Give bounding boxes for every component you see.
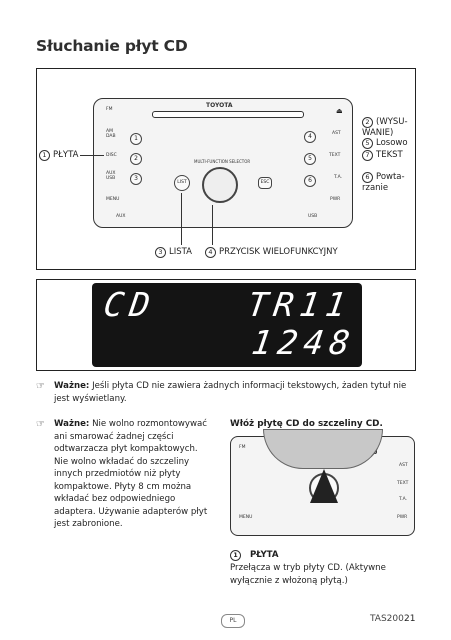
menu-label[interactable]: MENU: [106, 197, 120, 202]
brand-logo: TOYOTA: [206, 102, 233, 109]
note-hand-icon-2: ☞: [36, 419, 45, 430]
ta-label-small[interactable]: T.A.: [399, 497, 408, 502]
fm-label[interactable]: FM: [106, 107, 113, 112]
pwr-label-small[interactable]: PWR: [397, 515, 408, 520]
page-title: Słuchanie płyt CD: [36, 37, 188, 55]
radio-illustration-frame: [36, 68, 416, 270]
callout-powtarzanie-number: 6: [362, 172, 373, 183]
lcd-source: CD: [101, 285, 159, 324]
footer-page-number: 21: [404, 614, 416, 624]
preset-2-button[interactable]: 2: [130, 153, 142, 165]
callout-wysuwanie-text: (WYSU- WANIE): [362, 117, 408, 138]
callout-lista-text: LISTA: [169, 247, 192, 257]
text-label[interactable]: TEXT: [329, 153, 341, 158]
eject-icon[interactable]: ⏏: [336, 107, 343, 115]
callout-losowo-number: 5: [362, 138, 373, 149]
callout-losowo-text: Losowo: [376, 138, 408, 148]
fm-label-small[interactable]: FM: [239, 445, 246, 450]
list-button[interactable]: LIST: [174, 175, 190, 191]
preset-1-button[interactable]: 1: [130, 133, 142, 145]
legend-text: Przełącza w tryb płyty CD. (Aktywne wyłą…: [230, 563, 386, 586]
note-2: Ważne: Nie wolno rozmontowywać ani smaro…: [54, 418, 214, 531]
insert-heading: Włóż płytę CD do szczeliny CD.: [230, 419, 383, 429]
note-2-text: Nie wolno rozmontowywać ani smarować żad…: [54, 419, 208, 529]
insert-arrow-icon: [310, 469, 338, 503]
callout-tekst-number: 7: [362, 150, 373, 161]
footer-lang: PL: [229, 617, 237, 624]
callout-przycisk-text: PRZYCISK WIELOFUNKCYJNY: [219, 247, 338, 257]
esc-button[interactable]: ESC: [258, 177, 272, 189]
multi-function-knob[interactable]: [202, 167, 238, 203]
ta-label[interactable]: T.A.: [334, 175, 343, 180]
callout-przycisk-leader: [212, 205, 213, 245]
am-dab-label[interactable]: AM DAB: [106, 129, 116, 139]
text-label-small[interactable]: TEXT: [397, 481, 409, 486]
callout-wysuwanie-number: 2: [362, 117, 373, 128]
callout-plyta-text: PŁYTA: [53, 150, 79, 160]
usb-port-label[interactable]: USB: [308, 214, 318, 219]
menu-label-small[interactable]: MENU: [239, 515, 253, 520]
lcd-time: 1248: [249, 323, 359, 362]
note-2-label: Ważne:: [54, 419, 90, 429]
radio-face: TOYOTA FM AM DAB DISC AUX USB MENU 1 2 3…: [93, 98, 353, 228]
preset-5-button[interactable]: 5: [304, 153, 316, 165]
ast-label[interactable]: AST: [332, 131, 341, 136]
note-1: Ważne: Jeśli płyta CD nie zawiera żadnyc…: [54, 380, 422, 405]
preset-4-button[interactable]: 4: [304, 131, 316, 143]
lcd-display: CD TR11 1248: [92, 283, 362, 367]
note-1-text: Jeśli płyta CD nie zawiera żadnych infor…: [54, 381, 407, 404]
preset-6-button[interactable]: 6: [304, 175, 316, 187]
aux-port-label[interactable]: AUX: [116, 214, 126, 219]
callout-lista-number: 3: [155, 247, 166, 258]
callout-lista-leader: [181, 193, 182, 245]
cd-disc[interactable]: [263, 429, 383, 469]
lcd-track: TR11: [245, 285, 355, 324]
callout-tekst-text: TEKST: [376, 150, 403, 160]
aux-usb-label[interactable]: AUX USB: [106, 171, 116, 181]
footer-lang-badge: PL: [221, 614, 245, 628]
ast-label-small[interactable]: AST: [399, 463, 408, 468]
callout-przycisk-number: 4: [205, 247, 216, 258]
note-hand-icon: ☞: [36, 381, 45, 392]
radio-insert-illustration: TOYOTA FM MENU AST TEXT T.A. PWR: [230, 429, 415, 536]
footer-model: TAS200: [370, 614, 404, 624]
callout-powtarzanie-text: Powta- rzanie: [362, 172, 405, 193]
callout-plyta-number: 1: [39, 150, 50, 161]
disc-label[interactable]: DISC: [106, 153, 117, 158]
callout-plyta-leader: [80, 155, 104, 156]
display-frame: [36, 279, 416, 371]
callout-wysuwanie: 2(WYSU- WANIE): [362, 106, 408, 139]
legend-number: 1: [230, 550, 241, 561]
cd-slot[interactable]: [152, 111, 304, 118]
legend-title: 1 PŁYTA: [230, 549, 279, 562]
pwr-label[interactable]: PWR: [330, 197, 341, 202]
selector-label: MULTI-FUNCTION SELECTOR: [194, 159, 251, 164]
note-1-label: Ważne:: [54, 381, 90, 391]
preset-3-button[interactable]: 3: [130, 173, 142, 185]
legend-label: PŁYTA: [249, 550, 279, 560]
